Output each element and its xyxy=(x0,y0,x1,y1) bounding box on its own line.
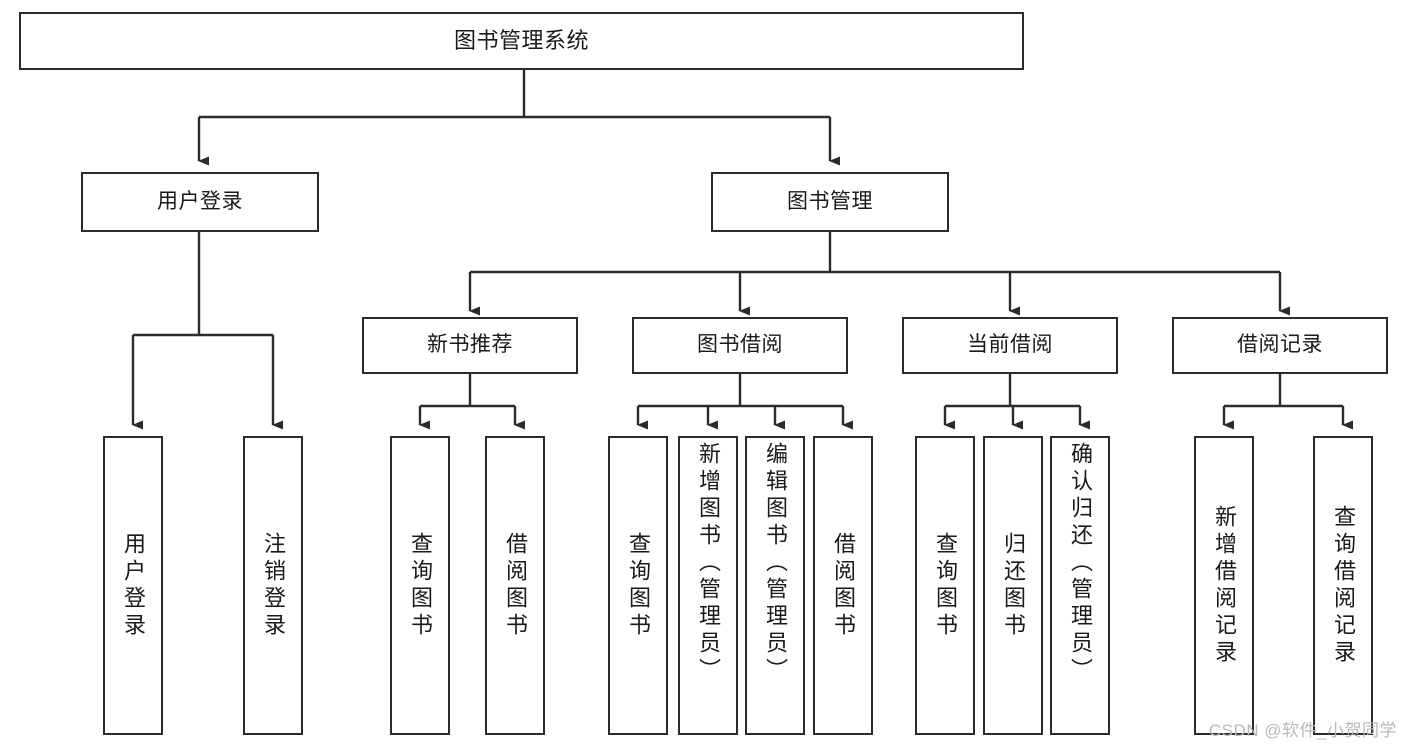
node-label: 图书借阅 xyxy=(697,333,783,357)
leaf-query-book-current[interactable]: 查询图书 xyxy=(915,436,975,735)
node-label: 用户登录 xyxy=(121,531,146,640)
leaf-add-borrow-record[interactable]: 新增借阅记录 xyxy=(1194,436,1254,735)
node-label: 新书推荐 xyxy=(427,333,513,357)
node-label: 确认归还（管理员） xyxy=(1068,442,1093,685)
node-root-book-management-system[interactable]: 图书管理系统 xyxy=(19,12,1024,70)
node-current-borrowing[interactable]: 当前借阅 xyxy=(902,317,1118,374)
leaf-confirm-return-admin[interactable]: 确认归还（管理员） xyxy=(1050,436,1110,735)
node-borrowing-record[interactable]: 借阅记录 xyxy=(1172,317,1388,374)
node-user-login[interactable]: 用户登录 xyxy=(81,172,319,232)
node-label: 当前借阅 xyxy=(967,333,1053,357)
node-label: 图书管理系统 xyxy=(453,28,589,54)
leaf-borrow-book-recommend[interactable]: 借阅图书 xyxy=(485,436,545,735)
node-label: 借阅图书 xyxy=(503,531,528,640)
node-book-borrowing[interactable]: 图书借阅 xyxy=(632,317,848,374)
leaf-add-book-admin[interactable]: 新增图书（管理员） xyxy=(678,436,738,735)
node-label: 查询借阅记录 xyxy=(1331,504,1356,667)
leaf-edit-book-admin[interactable]: 编辑图书（管理员） xyxy=(745,436,805,735)
node-label: 归还图书 xyxy=(1001,531,1026,640)
node-label: 查询图书 xyxy=(408,531,433,640)
node-new-book-recommendation[interactable]: 新书推荐 xyxy=(362,317,578,374)
leaf-logout[interactable]: 注销登录 xyxy=(243,436,303,735)
node-label: 图书管理 xyxy=(787,189,873,213)
node-label: 查询图书 xyxy=(626,531,651,640)
node-label: 新增图书（管理员） xyxy=(696,442,721,685)
node-label: 新增借阅记录 xyxy=(1212,504,1237,667)
csdn-watermark: CSDN @软件_小贺同学 xyxy=(1208,721,1397,740)
node-label: 注销登录 xyxy=(261,531,286,640)
node-label: 借阅记录 xyxy=(1237,333,1323,357)
node-label: 借阅图书 xyxy=(831,531,856,640)
node-label: 用户登录 xyxy=(157,189,243,213)
leaf-return-book[interactable]: 归还图书 xyxy=(983,436,1043,735)
leaf-user-login[interactable]: 用户登录 xyxy=(103,436,163,735)
leaf-query-book-borrow[interactable]: 查询图书 xyxy=(608,436,668,735)
leaf-query-borrow-record[interactable]: 查询借阅记录 xyxy=(1313,436,1373,735)
node-label: 查询图书 xyxy=(933,531,958,640)
node-book-management[interactable]: 图书管理 xyxy=(711,172,949,232)
leaf-borrow-book[interactable]: 借阅图书 xyxy=(813,436,873,735)
leaf-query-book-recommend[interactable]: 查询图书 xyxy=(390,436,450,735)
node-label: 编辑图书（管理员） xyxy=(763,442,788,685)
